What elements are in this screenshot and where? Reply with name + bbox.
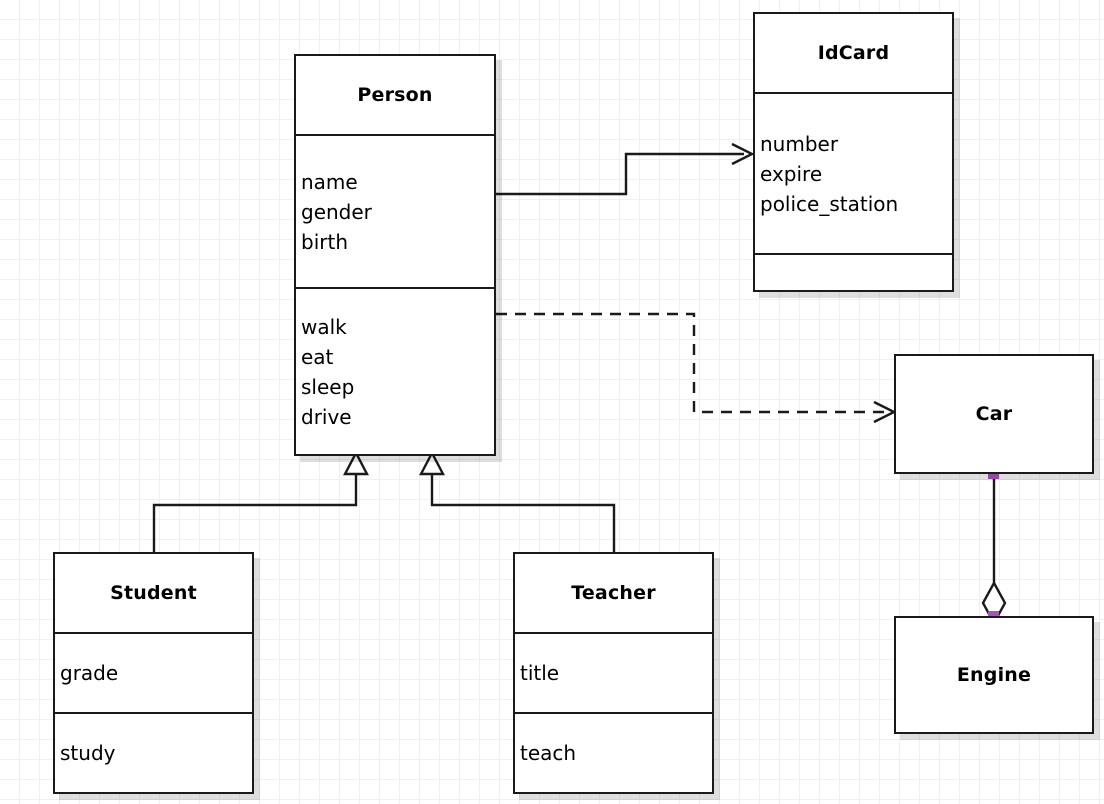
class-person-attribute: birth bbox=[301, 229, 348, 254]
connector-student-person[interactable] bbox=[152, 450, 369, 552]
class-idcard-attribute: police_station bbox=[760, 191, 899, 216]
class-car-name: Car bbox=[975, 403, 1013, 425]
class-person-method: eat bbox=[301, 344, 334, 369]
connector-person-car[interactable] bbox=[496, 312, 897, 424]
class-person[interactable]: Person name gender birth walk eat sleep … bbox=[294, 54, 496, 456]
class-person-attributes-compartment: name gender birth bbox=[296, 134, 494, 287]
class-teacher-title-compartment: Teacher bbox=[515, 554, 712, 632]
connector-teacher-person[interactable] bbox=[419, 450, 616, 552]
class-idcard-title-compartment: IdCard bbox=[755, 14, 952, 92]
class-person-method: sleep bbox=[301, 374, 355, 399]
class-person-title-compartment: Person bbox=[296, 56, 494, 134]
connector-person-idcard[interactable] bbox=[496, 142, 755, 196]
class-student-name: Student bbox=[110, 582, 197, 604]
class-person-methods-compartment: walk eat sleep drive bbox=[296, 287, 494, 454]
class-engine-name: Engine bbox=[956, 664, 1032, 686]
class-teacher-attributes-compartment: title bbox=[515, 632, 712, 712]
class-student-method: study bbox=[60, 741, 116, 765]
class-person-attribute: name bbox=[301, 169, 358, 194]
class-idcard-attributes-compartment: number expire police_station bbox=[755, 92, 952, 253]
class-student-title-compartment: Student bbox=[55, 554, 252, 632]
class-student[interactable]: Student grade study bbox=[53, 552, 254, 794]
class-person-attribute: gender bbox=[301, 199, 372, 224]
class-person-name: Person bbox=[357, 84, 433, 106]
class-engine[interactable]: Engine bbox=[894, 616, 1094, 734]
class-teacher-name: Teacher bbox=[571, 582, 656, 604]
hollow-triangle-icon bbox=[419, 450, 445, 476]
open-arrow-icon bbox=[731, 142, 755, 166]
class-idcard-methods-compartment bbox=[755, 253, 952, 290]
class-teacher-attribute: title bbox=[520, 661, 560, 685]
class-engine-title-compartment: Engine bbox=[896, 618, 1092, 732]
class-student-attribute: grade bbox=[60, 661, 119, 685]
class-car[interactable]: Car bbox=[894, 354, 1094, 474]
class-person-method: drive bbox=[301, 404, 352, 429]
class-student-methods-compartment: study bbox=[55, 712, 252, 792]
connector-car-engine[interactable] bbox=[981, 474, 1007, 626]
class-idcard-name: IdCard bbox=[817, 42, 890, 64]
class-teacher[interactable]: Teacher title teach bbox=[513, 552, 714, 794]
hollow-triangle-icon bbox=[343, 450, 369, 476]
class-teacher-method: teach bbox=[520, 741, 577, 765]
class-person-method: walk bbox=[301, 314, 347, 339]
class-car-title-compartment: Car bbox=[896, 356, 1092, 472]
class-idcard-attribute: number bbox=[760, 131, 839, 156]
class-student-attributes-compartment: grade bbox=[55, 632, 252, 712]
open-arrow-icon bbox=[873, 400, 897, 424]
class-idcard-attribute: expire bbox=[760, 161, 823, 186]
class-idcard[interactable]: IdCard number expire police_station bbox=[753, 12, 954, 292]
class-teacher-methods-compartment: teach bbox=[515, 712, 712, 792]
